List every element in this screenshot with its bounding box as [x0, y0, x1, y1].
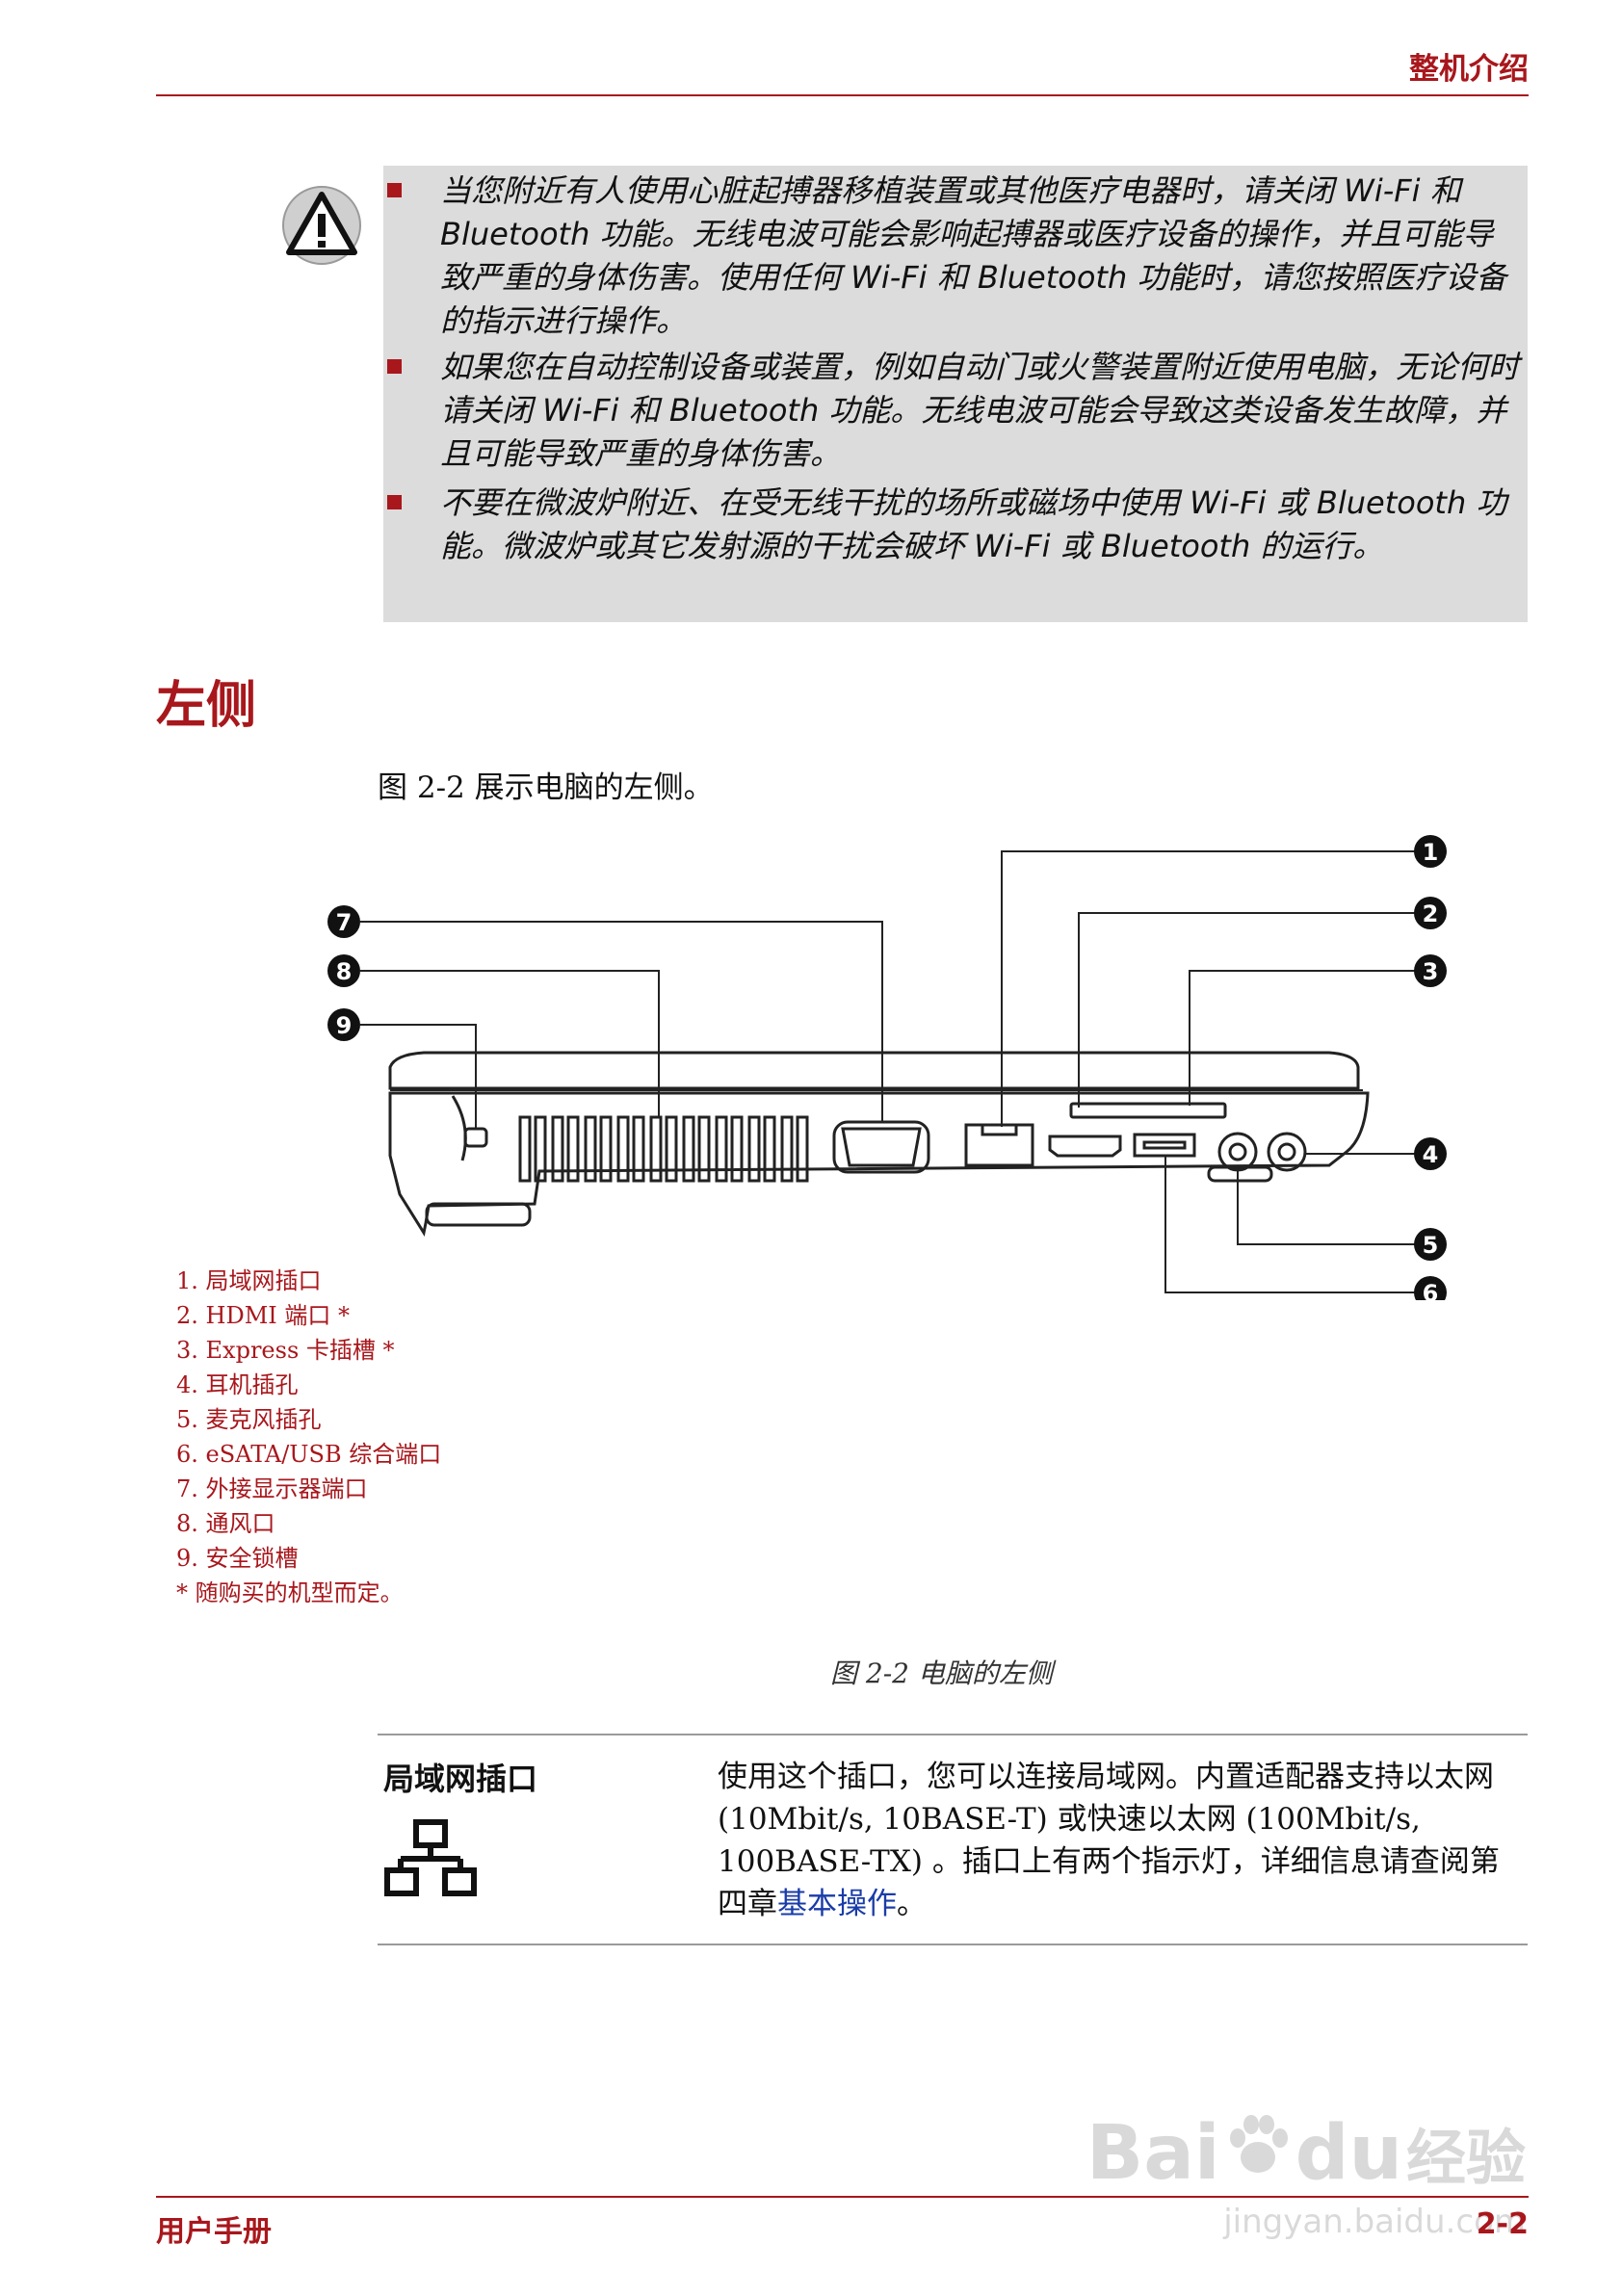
bullet-square	[387, 359, 402, 374]
desc-text: 使用这个插口，您可以连接局域网。内置适配器支持以太网 (10Mbit/s, 10…	[718, 1760, 1500, 1921]
watermark-url: jingyan.baidu.com	[1223, 2203, 1526, 2241]
laptop-base	[388, 1091, 1370, 1237]
callout-7: 7	[336, 909, 353, 936]
watermark-brand2: du	[1295, 2110, 1402, 2197]
header-rule	[156, 94, 1529, 96]
callout-1: 1	[1423, 839, 1439, 866]
table-bottom-rule	[378, 1944, 1528, 1945]
footer-rule	[156, 2196, 1529, 2198]
warning-item: 如果您在自动控制设备或装置，例如自动门或火警装置附近使用电脑，无论何时请关闭 W…	[440, 349, 1520, 472]
lan-network-icon	[384, 1819, 477, 1896]
callout-9: 9	[336, 1012, 353, 1039]
legend-item: 2. HDMI 端口 *	[176, 1302, 351, 1329]
esata-usb-port	[1133, 1133, 1196, 1158]
callout-6: 6	[1423, 1280, 1439, 1300]
legend-item: 1. 局域网插口	[176, 1267, 322, 1294]
table-description: 使用这个插口，您可以连接局域网。内置适配器支持以太网 (10Mbit/s, 10…	[718, 1756, 1507, 1925]
legend-item: 6. eSATA/USB 综合端口	[176, 1441, 442, 1468]
callout-5: 5	[1423, 1232, 1439, 1259]
table-top-rule	[378, 1734, 1528, 1735]
laptop-lid	[388, 1051, 1360, 1090]
baidu-watermark: Bai du 经验 jingyan.baidu.com	[1086, 2109, 1526, 2241]
diagram-legend: 1. 局域网插口 2. HDMI 端口 * 3. Express 卡插槽 * 4…	[176, 1264, 441, 1610]
lan-port	[964, 1123, 1034, 1167]
footer-left: 用户手册	[156, 2215, 272, 2249]
warning-box	[383, 166, 1528, 622]
legend-item: 9. 安全锁槽	[176, 1545, 299, 1572]
legend-item: 5. 麦克风插孔	[176, 1406, 322, 1433]
page-number: 2-2	[1476, 2207, 1529, 2241]
callout-8: 8	[336, 958, 353, 985]
watermark-cn: 经验	[1405, 2123, 1526, 2193]
bullet-square	[387, 183, 402, 197]
legend-item: 8. 通风口	[176, 1510, 275, 1537]
section-title: 左侧	[156, 677, 257, 735]
basic-operation-link[interactable]: 基本操作	[777, 1887, 897, 1921]
vent-grille	[518, 1115, 809, 1183]
callout-3: 3	[1423, 958, 1439, 985]
watermark-brand: Bai	[1086, 2110, 1220, 2197]
warning-triangle-icon	[282, 186, 361, 265]
figure-caption: 图 2-2 电脑的左侧	[830, 1657, 1053, 1689]
headphone-jack	[1267, 1132, 1307, 1172]
bullet-square	[387, 495, 402, 509]
security-slot	[463, 1127, 488, 1148]
paw-icon	[1229, 2115, 1288, 2173]
expresscard-slot	[1069, 1102, 1227, 1119]
legend-item: 3. Express 卡插槽 *	[176, 1337, 395, 1364]
hdmi-port	[1048, 1135, 1122, 1158]
warning-item: 不要在微波炉附近、在受无线干扰的场所或磁场中使用 Wi-Fi 或 Bluetoo…	[440, 484, 1507, 564]
header-title: 整机介绍	[1409, 52, 1529, 87]
callout-4: 4	[1423, 1141, 1439, 1168]
warning-item: 当您附近有人使用心脏起搏器移植装置或其他医疗电器时，请关闭 Wi-Fi 和 Bl…	[440, 172, 1507, 339]
legend-note: * 随购买的机型而定。	[176, 1579, 404, 1606]
laptop-left-side-diagram: 1 2 3 4 5 6 7 8 9	[327, 835, 1447, 1300]
legend-item: 7. 外接显示器端口	[176, 1475, 368, 1502]
legend-item: 4. 耳机插孔	[176, 1371, 299, 1398]
desc-end: 。	[897, 1887, 927, 1921]
vga-port	[841, 1127, 922, 1167]
callout-2: 2	[1423, 900, 1439, 927]
section-intro: 图 2-2 展示电脑的左侧。	[378, 770, 714, 805]
table-term: 局域网插口	[383, 1761, 538, 1797]
